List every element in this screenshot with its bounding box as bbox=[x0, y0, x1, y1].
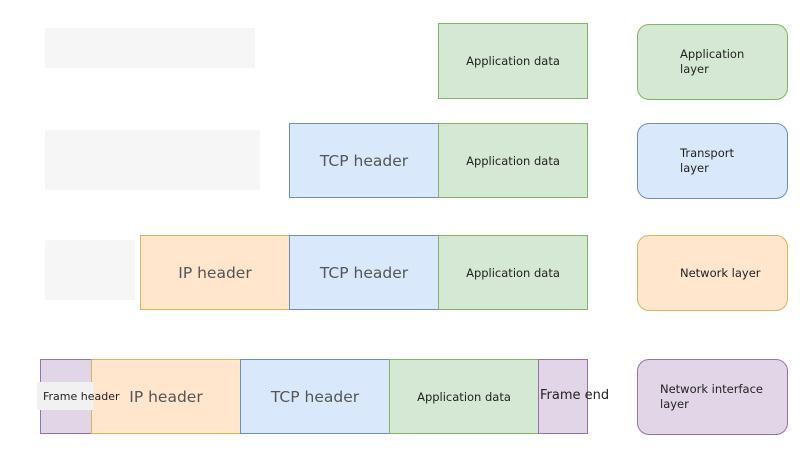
background-watermark bbox=[45, 28, 255, 68]
frame-header-label: Frame header bbox=[37, 382, 120, 410]
background-watermark bbox=[45, 240, 135, 300]
application-data-block: Application data bbox=[438, 123, 588, 198]
tcp-header-block: TCP header bbox=[289, 235, 439, 310]
transport-layer-line1: Transport bbox=[680, 146, 734, 160]
tcp-header-block: TCP header bbox=[289, 123, 439, 198]
application-data-label: Application data bbox=[466, 54, 560, 68]
tcp-header-label: TCP header bbox=[270, 387, 360, 406]
application-data-block: Application data bbox=[389, 359, 539, 434]
ip-header-label: IP header bbox=[178, 263, 252, 282]
network-interface-layer-line2: layer bbox=[660, 397, 689, 411]
network-layer-line1: Network layer bbox=[680, 265, 761, 280]
frame-end-block bbox=[538, 359, 588, 434]
ip-header-block: IP header bbox=[140, 235, 290, 310]
application-data-block: Application data bbox=[438, 23, 588, 99]
transport-layer-box: Transport layer bbox=[637, 123, 788, 199]
application-data-label: Application data bbox=[466, 153, 560, 168]
background-watermark bbox=[45, 130, 260, 190]
frame-end-label: Frame end bbox=[540, 388, 610, 403]
application-layer-line1: Application bbox=[680, 47, 745, 61]
application-layer-box: Application layer bbox=[637, 24, 788, 100]
transport-layer-line2: layer bbox=[680, 161, 709, 175]
tcp-header-block: TCP header bbox=[240, 359, 390, 434]
application-layer-line2: layer bbox=[680, 62, 709, 76]
network-interface-layer-box: Network interface layer bbox=[637, 359, 788, 435]
ip-header-block: IP header bbox=[91, 359, 241, 434]
network-interface-layer-line1: Network interface bbox=[660, 382, 763, 396]
tcp-header-label: TCP header bbox=[319, 263, 409, 282]
ip-header-label: IP header bbox=[129, 387, 203, 406]
application-data-label: Application data bbox=[417, 389, 511, 404]
tcp-header-label: TCP header bbox=[319, 151, 409, 170]
application-data-block: Application data bbox=[438, 235, 588, 310]
network-layer-box: Network layer bbox=[637, 235, 788, 311]
application-data-label: Application data bbox=[466, 265, 560, 280]
